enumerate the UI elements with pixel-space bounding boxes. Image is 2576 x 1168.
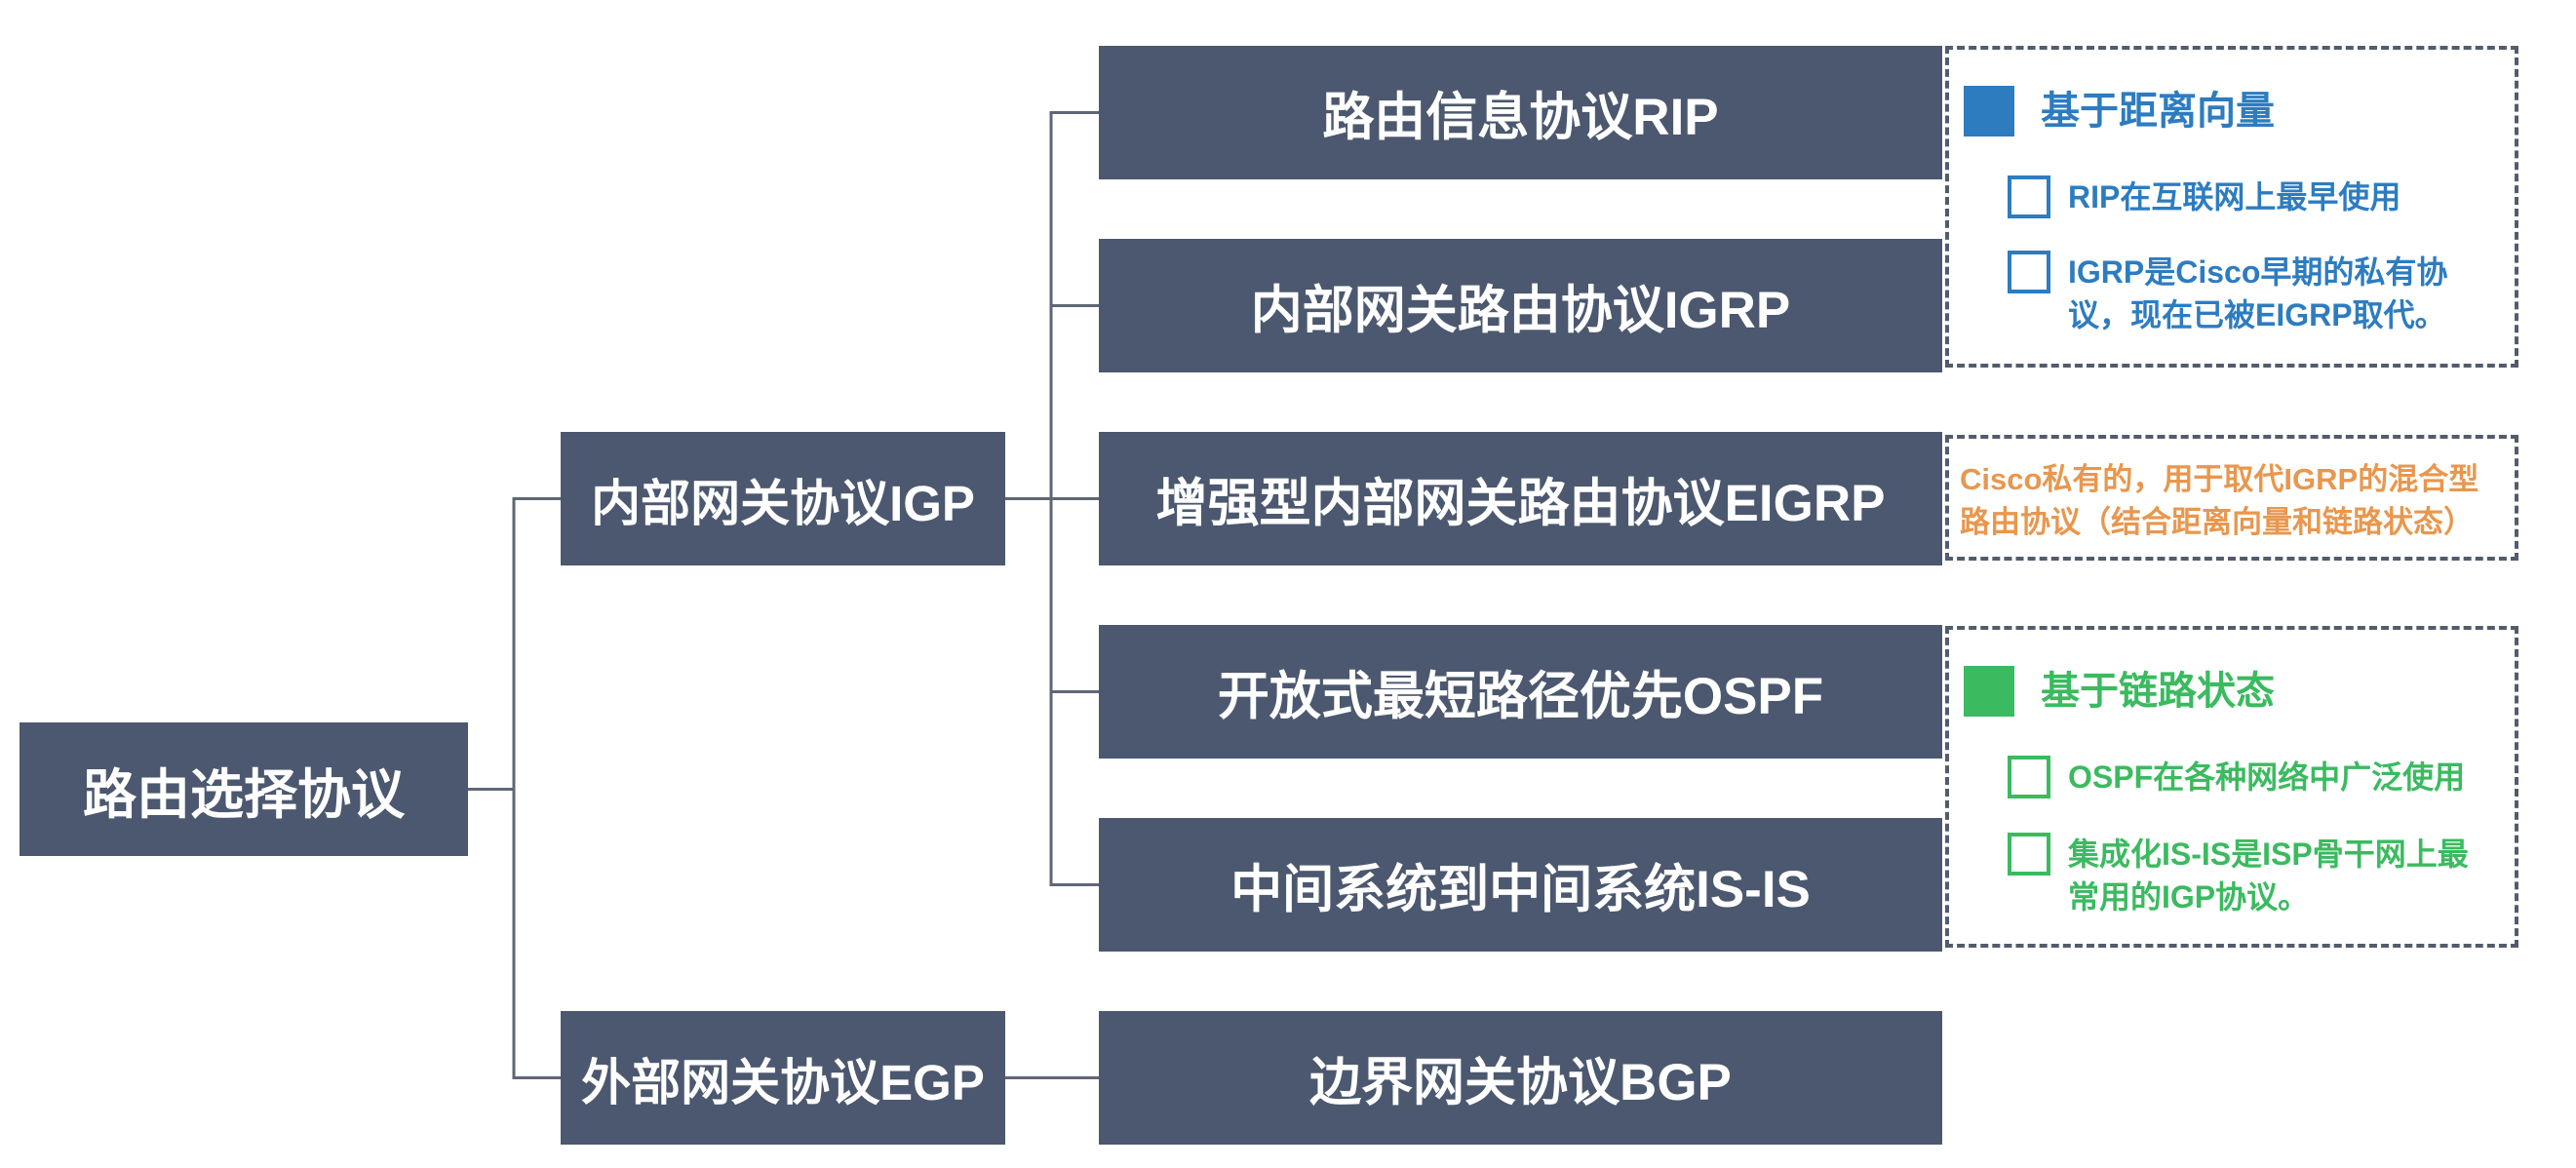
node-label: 增强型内部网关路由协议EIGRP [1155, 474, 1886, 532]
node-label: 路由信息协议RIP [1322, 88, 1719, 146]
note-item-line: 常用的IGP协议。 [2068, 879, 2310, 915]
hollow-square-icon [2008, 756, 2050, 798]
note-item-line: 议，现在已被EIGRP取代。 [2068, 297, 2446, 332]
note-item-line: IGRP是Cisco早期的私有协 [2068, 254, 2448, 290]
node-label: 边界网关协议BGP [1309, 1053, 1732, 1111]
node-label: 中间系统到中间系统IS-IS [1230, 860, 1811, 918]
node-is-is: 中间系统到中间系统IS-IS [1099, 818, 1942, 952]
node-bgp: 边界网关协议BGP [1099, 1011, 1942, 1145]
hollow-square-icon [2008, 251, 2050, 293]
node-routing-protocol-selection: 路由选择协议 [20, 722, 468, 856]
note-item-line: OSPF在各种网络中广泛使用 [2068, 759, 2466, 795]
note-item: RIP在互联网上最早使用 [2068, 175, 2400, 218]
note-line: Cisco私有的，用于取代IGRP的混合型 [1960, 462, 2479, 496]
node-label: 开放式最短路径优先OSPF [1217, 667, 1824, 725]
node-label: 内部网关协议IGP [591, 475, 975, 531]
note-item: IGRP是Cisco早期的私有协 议，现在已被EIGRP取代。 [2068, 251, 2447, 336]
filled-square-icon [1964, 86, 2014, 136]
note-heading: 基于链路状态 [2041, 670, 2275, 713]
node-eigrp: 增强型内部网关路由协议EIGRP [1099, 432, 1942, 565]
node-igp: 内部网关协议IGP [561, 432, 1005, 565]
node-label: 外部网关协议EGP [581, 1054, 985, 1110]
note-item-line: 集成化IS-IS是ISP骨干网上最 [2068, 837, 2469, 872]
node-rip: 路由信息协议RIP [1099, 46, 1942, 179]
node-igrp: 内部网关路由协议IGRP [1099, 239, 1942, 372]
note-heading: 基于距离向量 [2041, 90, 2275, 133]
node-label: 路由选择协议 [82, 763, 405, 825]
node-ospf: 开放式最短路径优先OSPF [1099, 625, 1942, 759]
hollow-square-icon [2008, 175, 2050, 218]
hollow-square-icon [2008, 833, 2050, 876]
note-text: Cisco私有的，用于取代IGRP的混合型 路由协议（结合距离向量和链路状态） [1960, 458, 2478, 544]
note-item: OSPF在各种网络中广泛使用 [2068, 756, 2465, 798]
node-egp: 外部网关协议EGP [561, 1011, 1005, 1145]
note-item: 集成化IS-IS是ISP骨干网上最 常用的IGP协议。 [2068, 833, 2469, 918]
note-hybrid: Cisco私有的，用于取代IGRP的混合型 路由协议（结合距离向量和链路状态） [1945, 435, 2518, 561]
note-line: 路由协议（结合距离向量和链路状态） [1960, 505, 2474, 539]
filled-square-icon [1964, 666, 2014, 717]
note-link-state: 基于链路状态 OSPF在各种网络中广泛使用 集成化IS-IS是ISP骨干网上最 … [1945, 626, 2518, 948]
node-label: 内部网关路由协议IGRP [1250, 281, 1791, 339]
note-item-line: RIP在互联网上最早使用 [2068, 179, 2401, 214]
note-distance-vector: 基于距离向量 RIP在互联网上最早使用 IGRP是Cisco早期的私有协 议，现… [1945, 46, 2518, 368]
